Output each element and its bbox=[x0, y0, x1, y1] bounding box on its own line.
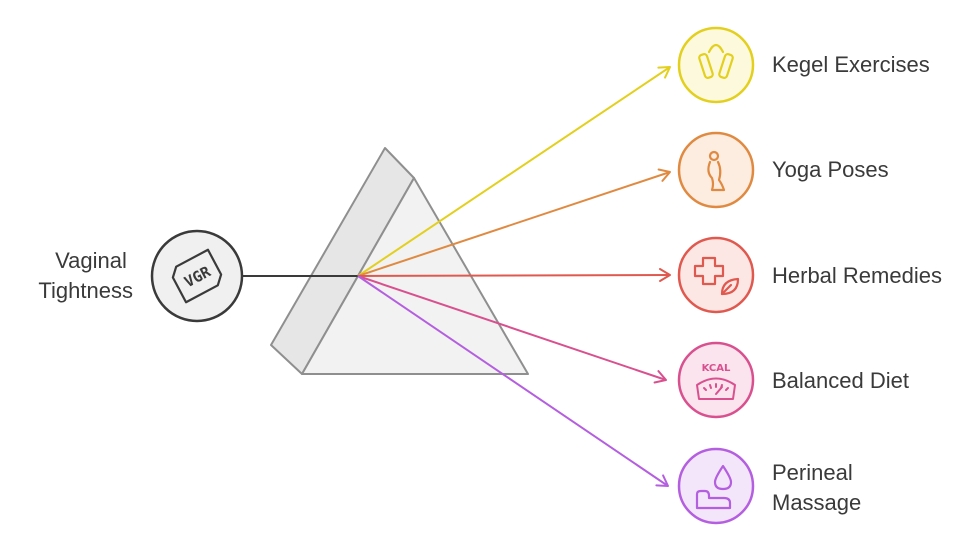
output-label-herbal: Herbal Remedies bbox=[772, 263, 942, 288]
ray-herbal bbox=[357, 274, 671, 277]
output-label-massage: Perineal Massage bbox=[772, 460, 861, 515]
output-circle-diet bbox=[677, 341, 755, 419]
output-label-massage-line-2: Massage bbox=[772, 490, 861, 515]
ray-yoga bbox=[357, 171, 671, 277]
output-circle-yoga bbox=[677, 131, 755, 209]
output-label-diet-line-1: Balanced Diet bbox=[772, 368, 909, 393]
source-label: Vaginal Tightness bbox=[38, 248, 133, 303]
output-massage: Perineal Massage bbox=[677, 447, 861, 525]
output-label-yoga-line-1: Yoga Poses bbox=[772, 157, 889, 182]
source-circle bbox=[150, 229, 244, 323]
arrowhead-massage bbox=[655, 474, 669, 487]
arrowhead-kegel bbox=[657, 66, 671, 79]
drop-hand-icon bbox=[695, 464, 733, 510]
output-herbal: Herbal Remedies bbox=[677, 236, 942, 314]
source-label-line-1: Vaginal bbox=[55, 248, 127, 273]
yoga-pose-icon bbox=[707, 150, 726, 192]
output-circle-kegel bbox=[677, 26, 755, 104]
ray-massage bbox=[357, 275, 669, 487]
ray-diet bbox=[357, 275, 667, 381]
output-label-herbal-line-1: Herbal Remedies bbox=[772, 263, 942, 288]
output-label-diet: Balanced Diet bbox=[772, 368, 909, 393]
calorie-scale-icon: KCAL bbox=[696, 363, 736, 400]
output-label-massage-line-1: Perineal bbox=[772, 460, 853, 485]
source-node: VGR Vaginal Tightness bbox=[38, 229, 244, 323]
source-label-line-2: Tightness bbox=[38, 278, 133, 303]
output-yoga: Yoga Poses bbox=[677, 131, 889, 209]
ray-kegel bbox=[357, 66, 671, 277]
hand-gripper-icon bbox=[698, 43, 734, 79]
prism bbox=[270, 147, 529, 375]
output-kegel: Kegel Exercises bbox=[677, 26, 930, 104]
calorie-text: KCAL bbox=[702, 363, 731, 374]
arrowhead-herbal bbox=[658, 268, 671, 283]
medical-cross-leaf-icon bbox=[693, 256, 740, 296]
output-label-kegel: Kegel Exercises bbox=[772, 52, 930, 77]
output-diet: KCAL Balanced Diet bbox=[677, 341, 909, 419]
arrowhead-diet bbox=[653, 370, 667, 384]
output-label-yoga: Yoga Poses bbox=[772, 157, 889, 182]
output-label-kegel-line-1: Kegel Exercises bbox=[772, 52, 930, 77]
output-rays bbox=[357, 66, 671, 487]
arrowhead-yoga bbox=[657, 168, 671, 182]
